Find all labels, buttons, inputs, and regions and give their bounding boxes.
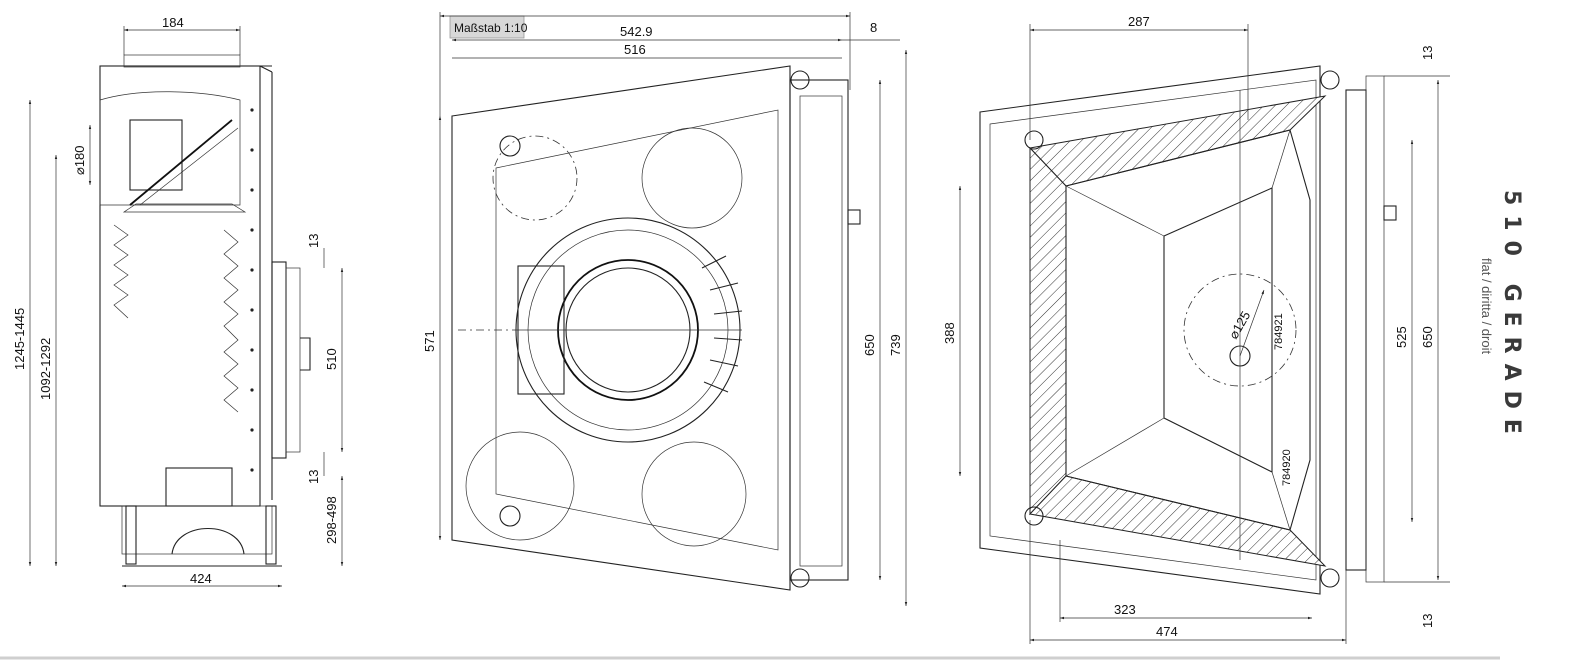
dim-bottom-outer: 474 (1156, 624, 1178, 639)
scale-label: Maßstab 1:10 (454, 21, 528, 35)
ring-ribs (701, 255, 743, 393)
dim-flue-diameter: ⌀180 (72, 145, 87, 175)
ash-box (165, 467, 233, 507)
dim-door-top-gap: 13 (306, 234, 321, 248)
top-dimensions: 287 388 525 650 13 13 323 474 (942, 14, 1450, 644)
flue-pipe (129, 119, 183, 191)
dim-leg-range: 298-498 (324, 496, 339, 544)
rivet-column (250, 108, 254, 472)
dim-right-outer-top: 650 (1420, 326, 1435, 348)
dim-top-gap: 13 (1420, 46, 1435, 60)
top-outer-frame (979, 65, 1321, 595)
dim-inner-height: 1092-1292 (38, 338, 53, 400)
dim-right-outer: 739 (888, 334, 903, 356)
door-handle (300, 337, 311, 371)
base-arch (171, 527, 245, 555)
dim-top-overall: 542.9 (620, 24, 653, 39)
side-view: 184 424 1245-1445 1092-1292 ⌀180 13 510 … (12, 15, 344, 588)
firebrick-top (1028, 95, 1327, 187)
dim-top-width: 184 (162, 15, 184, 30)
dim-door-bottom-gap: 13 (306, 470, 321, 484)
dim-top-width-top: 287 (1128, 14, 1150, 29)
side-dimensions: 184 424 1245-1445 1092-1292 ⌀180 13 510 … (12, 15, 344, 588)
model-subtitle: flat / diritta / droit (1479, 258, 1494, 354)
top-view: ⌀125 784921 784920 287 388 525 650 13 13 (942, 14, 1450, 644)
firebrick-left (1029, 146, 1067, 516)
front-dimensions: 542.9 516 8 571 650 739 (422, 12, 908, 606)
dim-total-height: 1245-1445 (12, 308, 27, 370)
dim-door-height: 510 (324, 348, 339, 370)
dim-bottom-width: 424 (190, 571, 212, 586)
dim-left-height-top: 388 (942, 322, 957, 344)
dim-pipe-diameter: ⌀125 (1226, 308, 1254, 341)
front-right-frame (789, 79, 849, 581)
front-view: Maßstab 1:10 (422, 12, 908, 606)
model-name: 510 GERADE (1499, 190, 1524, 444)
corner-circle-tl (492, 135, 578, 221)
front-plate (451, 65, 791, 591)
side-body-outline (99, 65, 261, 507)
dim-bottom-inner: 323 (1114, 602, 1136, 617)
model-title: 510 GERADE flat / diritta / droit (1479, 190, 1524, 444)
top-door-frame (1345, 89, 1367, 571)
part-number-1: 784921 (1273, 313, 1285, 350)
dim-right-inner-top: 525 (1394, 326, 1409, 348)
dim-bottom-gap: 13 (1420, 614, 1435, 628)
dim-left-height: 571 (422, 330, 437, 352)
firebox-back-wall (1163, 187, 1273, 473)
firebrick-bottom (1028, 475, 1327, 567)
smoke-chamber (99, 91, 241, 206)
dim-top-inner: 516 (624, 42, 646, 57)
pipe-outlet-circle (1183, 273, 1297, 387)
dim-right-inner: 650 (862, 334, 877, 356)
dim-top-offset: 8 (870, 20, 877, 35)
part-number-2: 784920 (1281, 449, 1293, 486)
side-door-frame (271, 261, 287, 459)
